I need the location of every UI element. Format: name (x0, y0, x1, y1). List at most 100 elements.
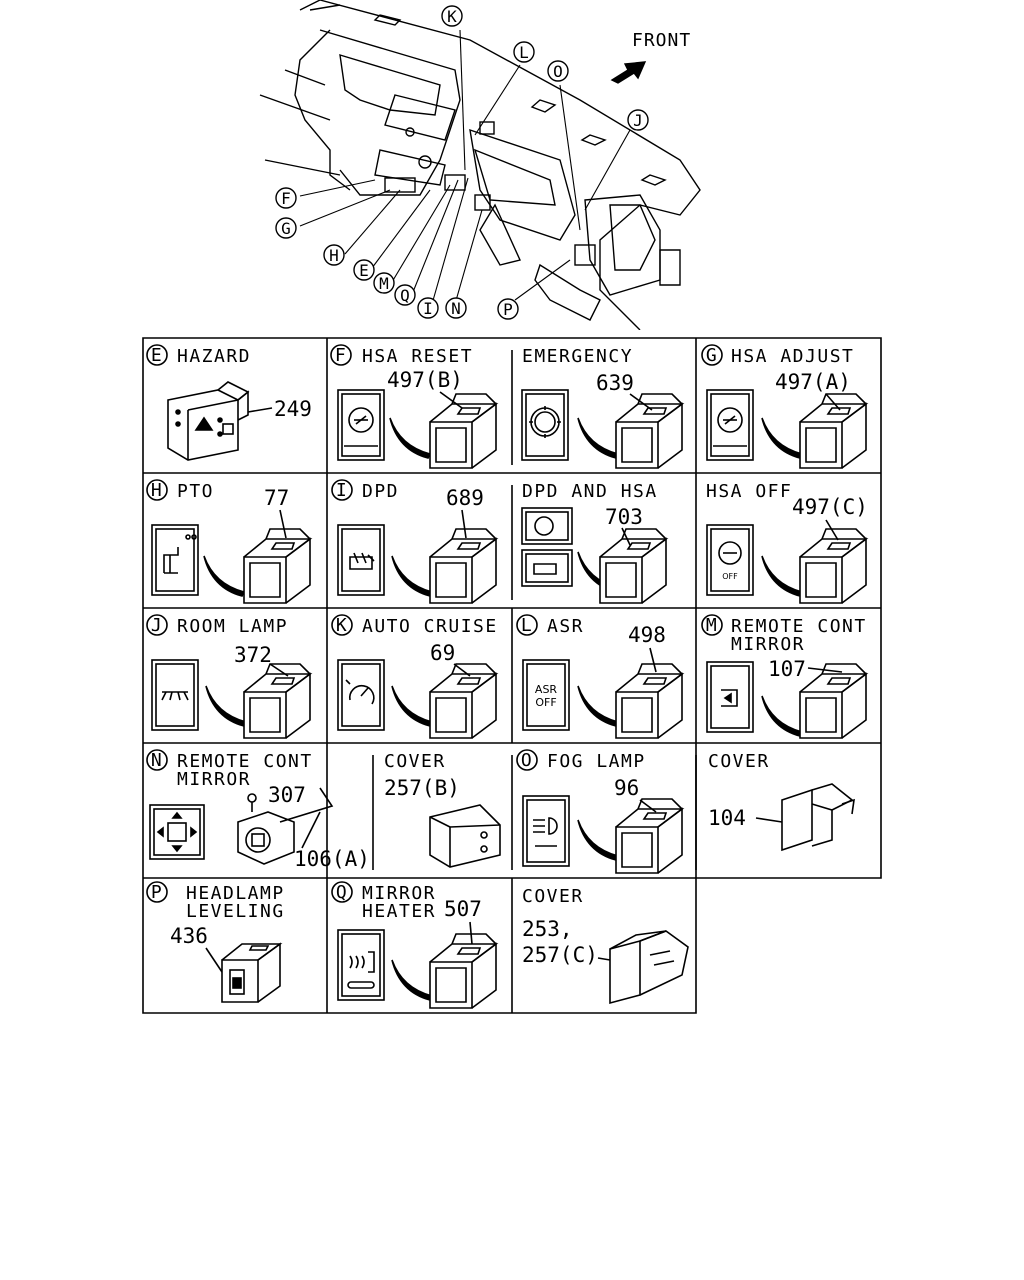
room-lamp-face-icon (151, 659, 199, 731)
svg-text:N: N (451, 299, 461, 318)
svg-text:P: P (151, 882, 163, 903)
mirror-heater-face-icon (337, 929, 385, 1001)
part-77: 77 (264, 486, 289, 510)
hsa-off-face-icon: OFF (706, 524, 754, 596)
cell-hsa-off: HSA OFF OFF 497(C) (706, 481, 868, 604)
letter-badge: K (331, 614, 353, 636)
svg-text:O: O (553, 62, 563, 81)
part-69: 69 (430, 641, 455, 665)
part-96: 96 (614, 776, 639, 800)
letter-badge: N (146, 749, 168, 771)
svg-text:ASR: ASR (535, 683, 558, 696)
cover-title-1: COVER (384, 751, 446, 772)
letter-badge: G (701, 344, 723, 366)
cell-dpd: I DPD 689 (331, 479, 497, 604)
dpd-and-hsa-switch (599, 528, 667, 604)
part-497c: 497(C) (792, 495, 868, 519)
svg-text:OFF: OFF (535, 696, 556, 709)
letter-badge: J (146, 614, 168, 636)
callout-J: J (627, 109, 649, 131)
svg-text:J: J (151, 615, 163, 636)
callout-M: M (373, 272, 395, 294)
fog-lamp-switch (615, 798, 683, 874)
svg-text:M: M (706, 615, 718, 636)
callout-K: K (441, 5, 463, 27)
part-253: 253, (522, 917, 573, 941)
cell-pto: H PTO 77 (146, 479, 311, 604)
remote-cont-mirror-switch-m (799, 663, 867, 739)
callout-L: L (513, 41, 535, 63)
svg-text:E: E (359, 261, 369, 280)
cell-hazard: E HAZARD 249 (146, 344, 312, 461)
part-249: 249 (274, 397, 312, 421)
hazard-title: HAZARD (177, 346, 251, 367)
svg-text:I: I (336, 480, 348, 501)
part-436: 436 (170, 924, 208, 948)
cover-title-3: COVER (522, 886, 584, 907)
letter-badge: P (146, 881, 168, 903)
mirror-heater-switch (429, 933, 497, 1009)
callout-G: G (275, 217, 297, 239)
cell-dpd-and-hsa: DPD AND HSA 703 (521, 481, 667, 604)
pto-face-icon (151, 524, 199, 596)
svg-text:K: K (336, 615, 348, 636)
asr-face-icon: ASR OFF (522, 659, 570, 731)
svg-text:J: J (633, 111, 643, 130)
cell-remote-cont-mirror-n: N REMOTE CONT MIRROR 307 106(A) (146, 749, 370, 871)
part-703: 703 (605, 505, 643, 529)
letter-badge: Q (331, 881, 353, 903)
hsa-adjust-title: HSA ADJUST (731, 346, 854, 367)
cell-remote-cont-mirror-m: M REMOTE CONT MIRROR 107 (701, 614, 867, 739)
hsa-adjust-face-icon (706, 389, 754, 461)
mirror-title-m: MIRROR (731, 634, 805, 655)
mirror-control-face-icon (149, 804, 205, 860)
svg-text:G: G (706, 345, 718, 366)
hsa-off-title: HSA OFF (706, 481, 792, 502)
cover-257b-part (429, 804, 501, 868)
mirror-control-switch (237, 793, 295, 865)
cover-253-part (609, 930, 689, 1005)
cell-room-lamp: J ROOM LAMP 372 (146, 614, 311, 739)
mirror-heater-title-1: MIRROR (362, 883, 436, 904)
dpd-and-hsa-title: DPD AND HSA (522, 481, 658, 502)
cell-emergency: EMERGENCY 639 (521, 346, 683, 469)
part-257b: 257(B) (384, 776, 460, 800)
part-639: 639 (596, 371, 634, 395)
auto-cruise-title: AUTO CRUISE (362, 616, 498, 637)
cell-fog-lamp: O FOG LAMP 96 (516, 749, 683, 874)
dashboard-outline (259, 0, 701, 330)
svg-text:G: G (281, 219, 291, 238)
callout-E: E (353, 259, 375, 281)
cell-auto-cruise: K AUTO CRUISE 69 (331, 614, 498, 739)
asr-switch (615, 663, 683, 739)
callout-P: P (497, 298, 519, 320)
svg-text:L: L (519, 43, 529, 62)
letter-badge: O (516, 749, 538, 771)
mirror-title-n: MIRROR (177, 769, 251, 790)
cell-hsa-reset: F HSA RESET 497(B) (330, 344, 497, 469)
svg-text:K: K (447, 7, 457, 26)
part-307: 307 (268, 783, 306, 807)
cover-104-part (781, 783, 855, 852)
part-507: 507 (444, 897, 482, 921)
cell-asr: L ASR ASR OFF 498 (516, 614, 683, 739)
pto-switch (243, 528, 311, 604)
hsa-reset-switch (429, 393, 497, 469)
part-106a: 106(A) (294, 847, 370, 871)
cell-headlamp-leveling: P HEADLAMP LEVELING 436 (146, 881, 283, 1003)
emergency-face-icon (521, 389, 569, 461)
letter-badge: I (331, 479, 353, 501)
emergency-switch (615, 393, 683, 469)
callout-H: H (323, 244, 345, 266)
cell-cover-257b: COVER 257(B) (384, 751, 501, 868)
part-497b: 497(B) (387, 368, 463, 392)
letter-badge: H (146, 479, 168, 501)
part-497a: 497(A) (775, 370, 851, 394)
part-104: 104 (708, 806, 746, 830)
svg-text:P: P (503, 300, 513, 319)
part-689: 689 (446, 486, 484, 510)
svg-text:F: F (281, 189, 291, 208)
fog-lamp-title: FOG LAMP (547, 751, 646, 772)
letter-badge: M (701, 614, 723, 636)
svg-text:O: O (521, 750, 533, 771)
